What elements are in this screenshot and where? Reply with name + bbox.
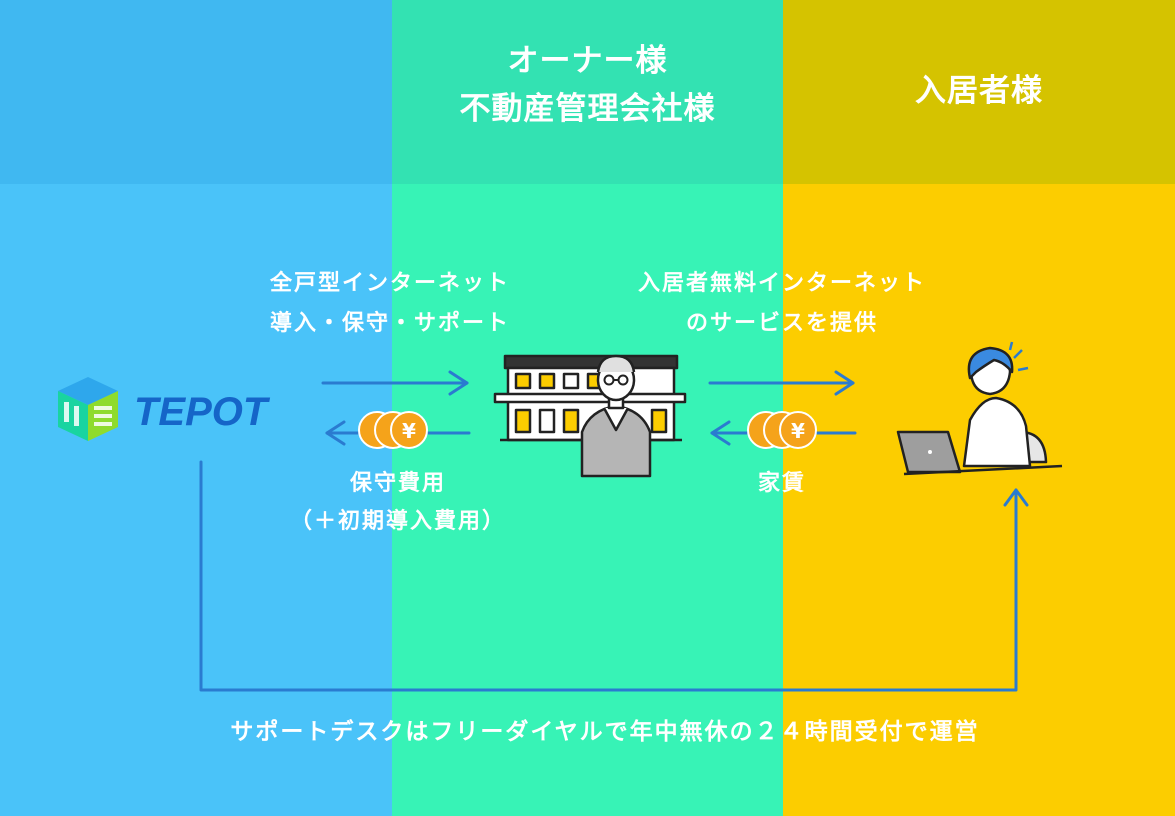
service-label-line2: 導入・保守・サポート xyxy=(269,311,510,336)
yen-symbol: ¥ xyxy=(791,419,805,443)
rent-label: 家賃 xyxy=(757,471,806,496)
tenant-header: 入居者様 xyxy=(783,0,1175,184)
tepot-cube-icon xyxy=(58,377,118,441)
yen-coin-icon xyxy=(390,411,428,449)
tepot-logo: TEPOT xyxy=(58,377,271,441)
service-label-line1: 全戸型インターネット xyxy=(269,271,510,296)
fee-label-line2: （＋初期導入費用） xyxy=(289,509,506,534)
arrow-right-service xyxy=(321,370,469,396)
owner-header: オーナー様 不動産管理会社様 xyxy=(392,0,783,184)
support-desk-footer: サポートデスクはフリーダイヤルで年中無休の２４時間受付で運営 xyxy=(230,719,980,745)
tenant-header-title: 入居者様 xyxy=(915,73,1043,109)
owner-header-line2: 不動産管理会社様 xyxy=(459,91,716,127)
fee-label-line1: 保守費用 xyxy=(349,471,446,496)
tepot-logo-text: TEPOT xyxy=(134,390,271,434)
arrow-support-loop xyxy=(199,460,1029,692)
free-service-label-line2: のサービスを提供 xyxy=(685,311,878,336)
yen-coin-icon xyxy=(779,411,817,449)
tenant-person-icon xyxy=(962,341,1048,468)
free-service-label-line1: 入居者無料インターネット xyxy=(637,271,926,296)
arrow-right-free-service xyxy=(708,370,855,396)
owner-person-icon xyxy=(580,354,652,478)
coin-stack-rent: ¥ xyxy=(747,411,817,449)
owner-header-line1: オーナー様 xyxy=(507,43,668,79)
tepot-header xyxy=(0,0,392,184)
coin-stack-fee: ¥ xyxy=(358,411,428,449)
laptop-icon xyxy=(896,430,1063,476)
yen-symbol: ¥ xyxy=(402,419,416,443)
owner-column: オーナー様 不動産管理会社様 xyxy=(392,0,783,816)
